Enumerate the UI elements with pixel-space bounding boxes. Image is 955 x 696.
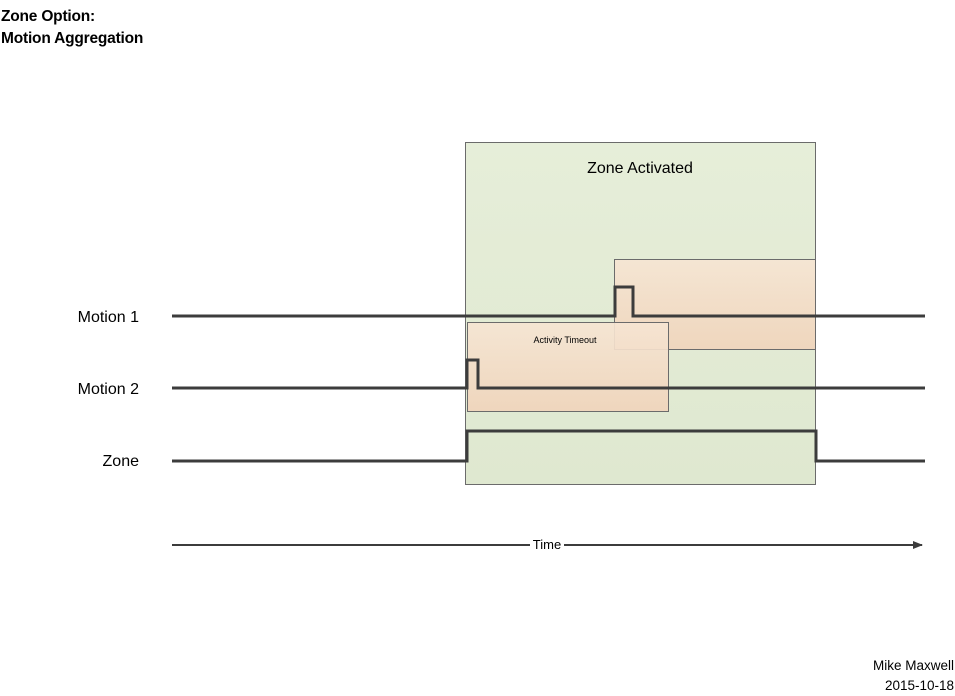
activity-timeout-label: Activity Timeout [533, 335, 597, 345]
time-axis-label: Time [533, 537, 561, 552]
motion-1-waveform [172, 285, 925, 318]
signal-label-motion-2: Motion 2 [78, 381, 139, 398]
diagram-title: Zone Option: Motion Aggregation [1, 6, 143, 50]
zone-activated-label: Zone Activated [587, 160, 693, 177]
activity-timeout-region-motion-2 [467, 322, 669, 412]
author-name: Mike Maxwell [872, 658, 954, 673]
time-label-background [530, 537, 564, 553]
zone-waveform [172, 429, 925, 463]
author-date: 2015-10-18 [884, 678, 954, 693]
title-line-1: Zone Option: [1, 8, 96, 25]
signal-label-motion-1: Motion 1 [78, 309, 139, 326]
signal-label-zone: Zone [103, 453, 140, 470]
motion-2-waveform [172, 358, 925, 390]
title-line-2: Motion Aggregation [1, 30, 144, 47]
author-block: Mike Maxwell 2015-10-18 [873, 656, 954, 696]
